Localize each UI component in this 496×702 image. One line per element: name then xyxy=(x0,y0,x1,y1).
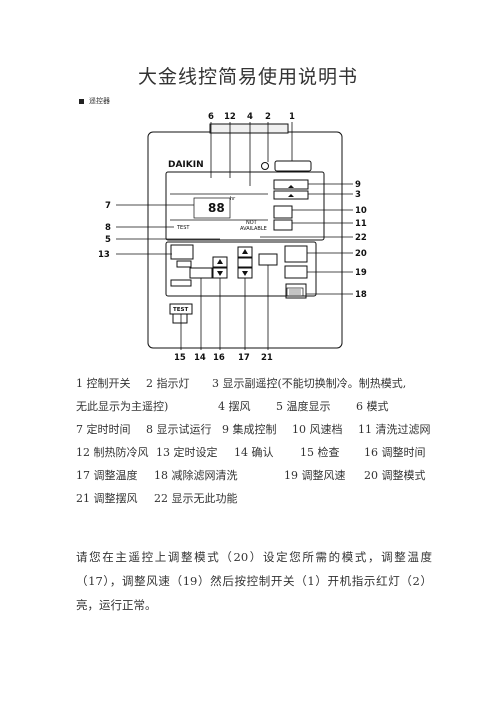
callout-22: 22 xyxy=(355,233,367,243)
legend-list: 1 控制开关 2 指示灯 3 显示副遥控(不能切换制冷。制热模式, 无此显示为主遥控… xyxy=(76,372,436,510)
legend-row: 17 调整温度 18 减除滤网清洗 19 调整风速 20 调整模式 xyxy=(76,464,436,487)
legend-item: 2 指示灯 xyxy=(146,377,190,390)
lcd-panel xyxy=(165,171,325,241)
legend-item: 8 显示试运行 xyxy=(146,423,212,436)
legend-item: 9 集成控制 xyxy=(222,423,277,436)
power-button xyxy=(274,160,312,172)
callout-7: 7 xyxy=(105,201,111,211)
mount-tab xyxy=(209,123,289,134)
callout-16: 16 xyxy=(213,353,225,363)
screen-hr-text: hr xyxy=(230,196,236,202)
legend-row: 21 调整摆风 22 显示无此功能 xyxy=(76,487,436,510)
remote-controller-diagram: DAIKIN 88 NOT AVAILABLE TEST hr TEST 6 1… xyxy=(98,112,367,363)
legend-item: 12 制热防冷风 xyxy=(76,446,149,459)
callout-9: 9 xyxy=(355,180,361,190)
indicator-lamp xyxy=(261,162,269,170)
callout-14: 14 xyxy=(194,353,206,363)
callout-10: 10 xyxy=(355,206,367,216)
legend-item: 无此显示为主遥控) xyxy=(76,400,169,413)
legend-row: 无此显示为主遥控) 4 摆风 5 温度显示 6 模式 xyxy=(76,395,436,418)
button-bay xyxy=(165,241,317,297)
brand-logo: DAIKIN xyxy=(168,160,204,170)
legend-item: 19 调整风速 xyxy=(284,469,346,482)
callout-1: 1 xyxy=(289,112,295,122)
lcd-digits: 88 xyxy=(208,201,225,215)
legend-item: 20 调整模式 xyxy=(364,469,426,482)
not-available-line1: NOT xyxy=(246,220,258,226)
callout-17: 17 xyxy=(238,353,250,363)
legend-row: 7 定时时间 8 显示试运行 9 集成控制 10 风速档 11 清洗过滤网 xyxy=(76,418,436,441)
legend-item: 1 控制开关 xyxy=(76,377,131,390)
legend-item: 5 温度显示 xyxy=(276,400,331,413)
callout-15: 15 xyxy=(174,353,186,363)
test-button-label: TEST xyxy=(173,307,188,313)
legend-item: 16 调整时间 xyxy=(364,446,426,459)
fan-speed-button xyxy=(284,265,308,279)
legend-item: 6 模式 xyxy=(356,400,389,413)
screen-test-text: TEST xyxy=(176,225,190,231)
callout-19: 19 xyxy=(355,268,367,278)
legend-item: 13 定时设定 xyxy=(156,446,218,459)
callout-4: 4 xyxy=(247,112,253,122)
callout-3: 3 xyxy=(355,190,361,200)
section-label: 遥控器 xyxy=(89,97,110,105)
callout-21: 21 xyxy=(261,353,273,363)
legend-item: 4 摆风 xyxy=(218,400,251,413)
legend-item: 22 显示无此功能 xyxy=(154,492,238,505)
legend-item: 17 调整温度 xyxy=(76,469,138,482)
instruction-paragraph: 请您在主遥控上调整模式（20）设定您所需的模式，调整温度（17），调整风速（19… xyxy=(76,550,432,612)
legend-item: 7 定时时间 xyxy=(76,423,131,436)
section-heading: 遥控器 xyxy=(79,96,110,106)
legend-item: 18 减除滤网清洗 xyxy=(154,469,238,482)
callout-20: 20 xyxy=(355,249,367,259)
callout-8: 8 xyxy=(105,223,111,233)
legend-item: 11 清洗过滤网 xyxy=(358,423,431,436)
callout-13: 13 xyxy=(98,250,110,260)
legend-item: 3 显示副遥控(不能切换制冷。制热模式, xyxy=(212,377,407,390)
legend-item: 14 确认 xyxy=(234,446,274,459)
callout-18: 18 xyxy=(355,290,367,300)
legend-item: 15 检查 xyxy=(300,446,340,459)
mode-button xyxy=(284,245,308,263)
legend-item: 21 调整摆风 xyxy=(76,492,138,505)
page-title: 大金线控简易使用说明书 xyxy=(137,66,358,88)
filter-reset-button xyxy=(285,283,307,299)
temp-up-button xyxy=(237,246,253,258)
legend-row: 12 制热防冷风 13 定时设定 14 确认 15 检查 16 调整时间 xyxy=(76,441,436,464)
timer-set-button xyxy=(170,244,194,260)
callout-11: 11 xyxy=(355,219,367,229)
legend-item: 10 风速档 xyxy=(292,423,343,436)
callout-6: 6 xyxy=(208,112,214,122)
swing-button xyxy=(258,253,278,266)
callout-5: 5 xyxy=(105,235,111,245)
not-available-line2: AVAILABLE xyxy=(240,226,267,232)
confirm-button xyxy=(189,267,213,279)
bullet-square-icon xyxy=(79,98,84,104)
callout-2: 2 xyxy=(265,112,271,122)
time-up-button xyxy=(212,256,228,268)
legend-row: 1 控制开关 2 指示灯 3 显示副遥控(不能切换制冷。制热模式, xyxy=(76,372,436,395)
callout-12: 12 xyxy=(224,112,236,122)
